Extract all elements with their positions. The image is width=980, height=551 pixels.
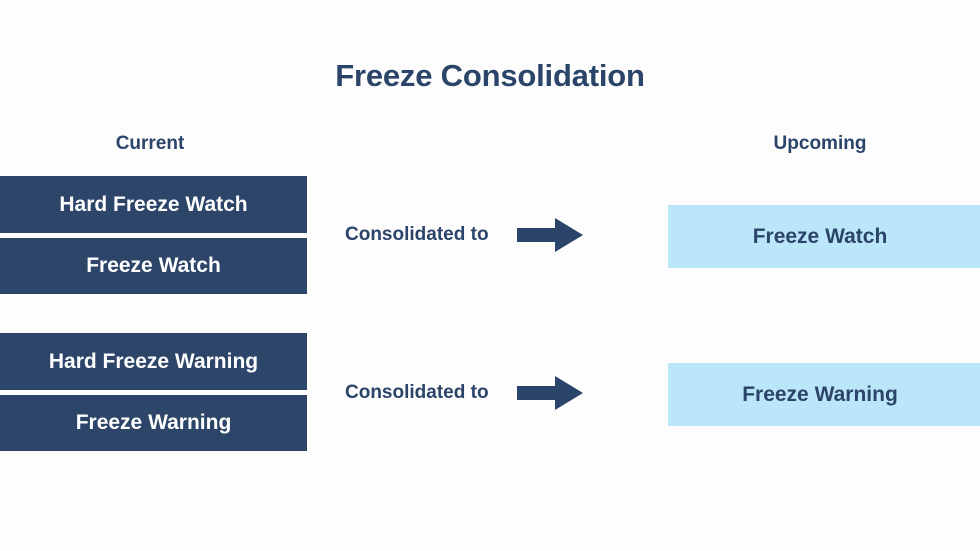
current-alert-box-hard-freeze-watch: Hard Freeze Watch <box>0 176 307 233</box>
column-header-current: Current <box>115 133 185 154</box>
connector-row-1: Consolidated to <box>345 215 645 255</box>
column-header-upcoming: Upcoming <box>773 133 867 154</box>
upcoming-alert-box-freeze-warning: Freeze Warning <box>668 363 980 426</box>
arrow-right-icon <box>516 218 583 252</box>
connector-label-row-1: Consolidated to <box>345 224 489 245</box>
connector-label-row-2: Consolidated to <box>345 382 489 403</box>
current-alert-box-hard-freeze-warning: Hard Freeze Warning <box>0 333 307 390</box>
upcoming-alert-box-freeze-watch: Freeze Watch <box>668 205 980 268</box>
current-alert-box-freeze-warning: Freeze Warning <box>0 395 307 451</box>
connector-row-2: Consolidated to <box>345 373 645 413</box>
arrow-right-icon <box>516 376 583 410</box>
bottom-spacer <box>0 470 980 551</box>
current-alert-box-freeze-watch: Freeze Watch <box>0 238 307 294</box>
page-title: Freeze Consolidation <box>335 58 645 93</box>
